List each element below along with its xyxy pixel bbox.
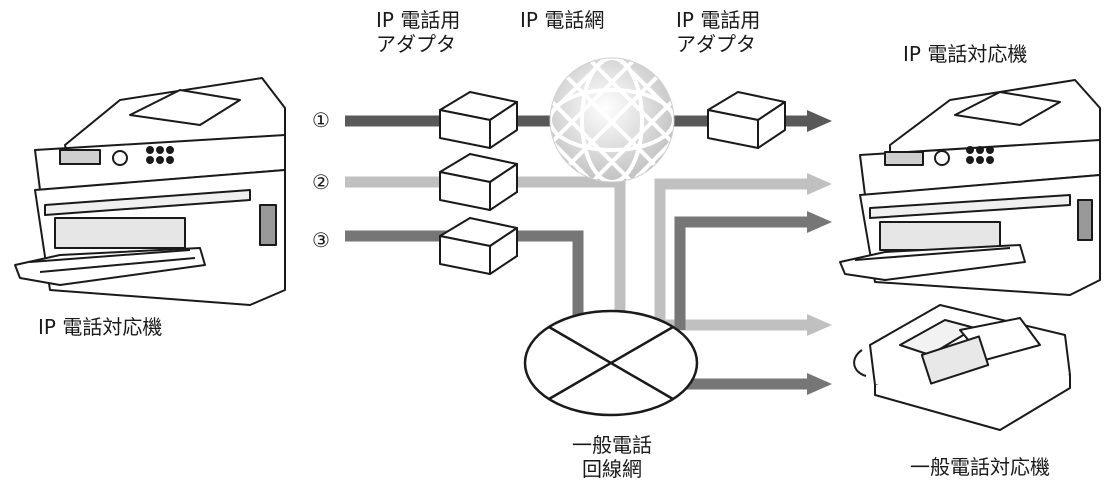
pstn-label: 一般電話 回線網	[560, 433, 664, 481]
ip-adapter-left-route1-icon	[439, 91, 518, 149]
route-2-general-arrowhead	[807, 314, 832, 336]
route-1-marker: ①	[312, 108, 330, 132]
route-2-pstn-line	[520, 176, 626, 320]
adapter-left-label: IP 電話用 アダプタ	[376, 8, 460, 56]
route-2-marker: ②	[312, 170, 330, 194]
route-3-line	[345, 230, 584, 320]
ip-machine-right-label: IP 電話対応機	[903, 42, 1028, 66]
ip-network-globe-icon	[549, 57, 675, 183]
adapter-right-label-line1: IP 電話用	[676, 8, 761, 32]
adapter-left-label-line2: アダプタ	[376, 32, 456, 56]
general-machine-label: 一般電話対応機	[910, 455, 1050, 479]
route-1-arrowhead	[807, 110, 832, 132]
general-fax-machine-icon	[853, 304, 1071, 431]
adapter-right-label-line2: アダプタ	[676, 32, 756, 56]
route-3-general-arrowhead	[807, 373, 832, 395]
ip-adapter-right-icon	[707, 91, 786, 149]
ip-adapter-left-route3-icon	[439, 217, 518, 275]
ip-network-label: IP 電話網	[520, 8, 605, 32]
route-3-arrowhead	[807, 211, 832, 233]
adapter-left-label-line1: IP 電話用	[376, 8, 461, 32]
pstn-network-icon	[523, 309, 699, 417]
adapter-right-label: IP 電話用 アダプタ	[676, 8, 760, 56]
route-2-arrowhead	[807, 173, 832, 195]
pstn-label-line1: 一般電話	[572, 433, 652, 457]
pstn-label-line2: 回線網	[582, 457, 642, 481]
route-3-marker: ③	[312, 228, 330, 252]
ip-fax-machine-left-icon	[14, 77, 286, 306]
ip-machine-left-label: IP 電話対応機	[38, 315, 163, 339]
ip-adapter-left-route2-icon	[439, 153, 518, 211]
ip-fax-machine-right-icon	[839, 79, 1101, 296]
